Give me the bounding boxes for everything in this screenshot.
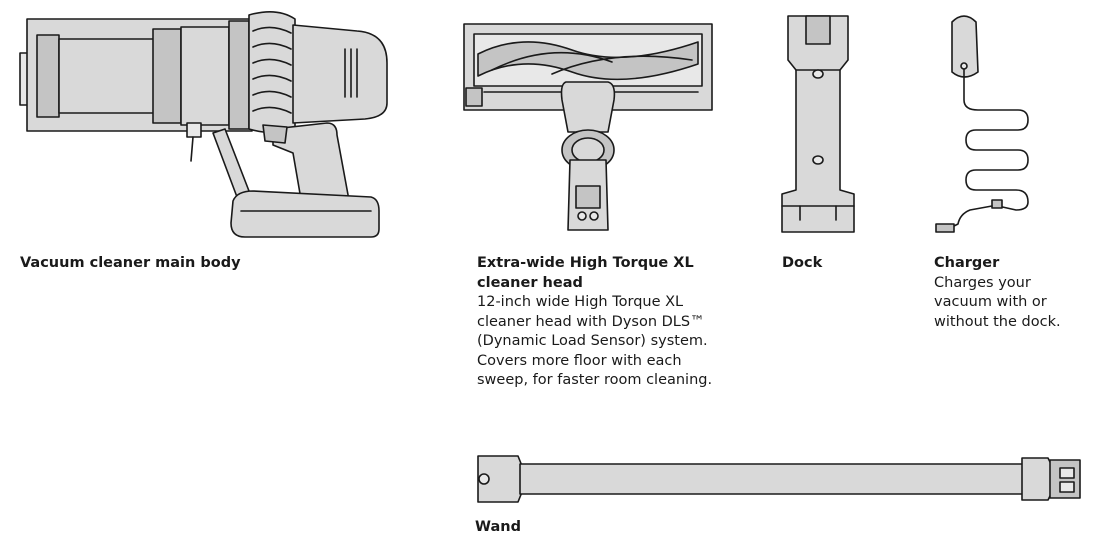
cleaner-head-desc-line: cleaner head with Dyson DLS™ [477,313,705,330]
cleaner-head-desc-line: sweep, for faster room cleaning. [477,372,713,388]
vacuum-main-body-illustration [15,5,390,240]
dock-caption: Dock [782,254,822,274]
cleaner-head-title-line-2: cleaner head [477,274,583,291]
cleaner-head-desc-line: Covers more floor with each [477,352,682,369]
wand-caption: Wand [475,518,521,538]
dock-title: Dock [782,255,823,271]
cleaner-head-desc-line: 12-inch wide High Torque XL [477,294,684,310]
charger-desc-line: vacuum with or [934,294,1047,310]
wand-illustration [474,452,1086,506]
wand-title: Wand [475,519,521,535]
cleaner-head-illustration [462,20,716,238]
cleaner-head-desc-line: (Dynamic Load Sensor) system. [477,333,708,349]
charger-title: Charger [934,255,1000,271]
cleaner-head-title-line-1: Extra-wide High Torque XL [477,255,694,271]
charger-illustration [928,10,1043,238]
charger-desc-line: without the dock. [934,313,1061,330]
charger-caption: Charger Charges your vacuum with or with… [934,254,1061,332]
dock-illustration [778,10,860,238]
main-body-caption: Vacuum cleaner main body [20,254,241,274]
main-body-title: Vacuum cleaner main body [20,255,241,271]
cleaner-head-caption: Extra-wide High Torque XL cleaner head 1… [477,254,712,391]
charger-desc-line: Charges your [934,274,1031,291]
